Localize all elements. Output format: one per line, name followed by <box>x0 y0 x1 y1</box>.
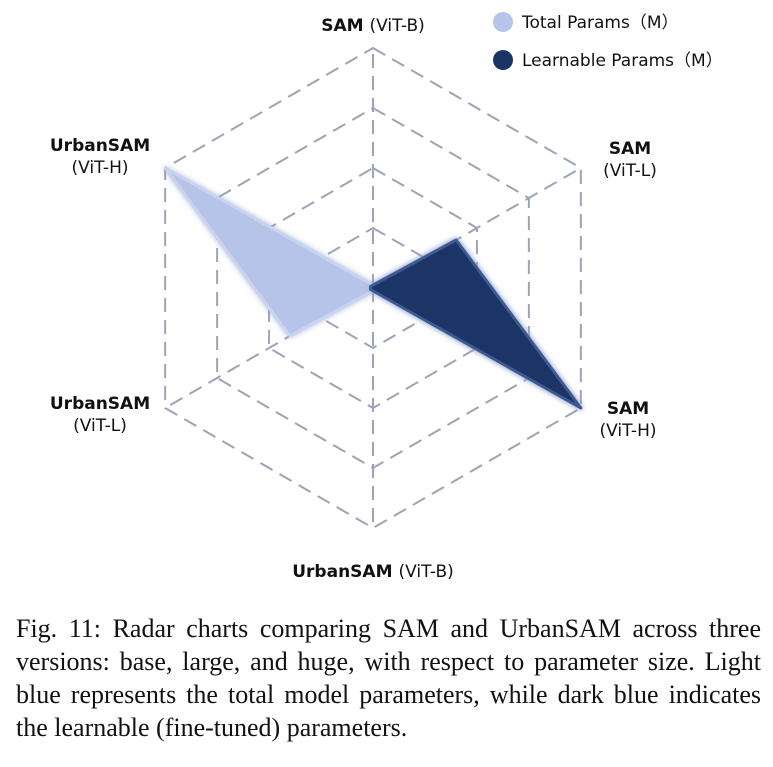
axis-label-3: SAM(ViT-H) <box>600 399 657 441</box>
axis-label-2: SAM(ViT-L) <box>603 139 657 181</box>
figure-caption: Fig. 11: Radar charts comparing SAM and … <box>16 614 761 742</box>
axis-label-variant: (ViT-B) <box>370 16 425 36</box>
axis-label-model: SAM <box>607 399 649 419</box>
axis-label-6: UrbanSAM(ViT-H) <box>50 136 150 178</box>
axis-label-variant: (ViT-L) <box>73 416 127 436</box>
axis-label-5: UrbanSAM(ViT-L) <box>50 394 150 436</box>
axis-label-variant: (ViT-H) <box>72 158 129 178</box>
axis-label-1: SAM (ViT-B) <box>321 16 425 36</box>
series-area-learnable-params <box>369 238 583 410</box>
axis-label-model: SAM <box>609 139 651 159</box>
grid-spoke-5 <box>164 287 374 409</box>
radar-series <box>163 166 583 410</box>
axis-label-model: UrbanSAM <box>50 394 150 414</box>
axis-labels: SAM(ViT-B)SAM(ViT-L)SAM(ViT-H)UrbanSAM(V… <box>50 16 657 582</box>
axis-label-model: SAM <box>321 16 363 36</box>
axis-label-model: UrbanSAM <box>292 562 392 582</box>
grid-spoke-2 <box>372 167 582 289</box>
axis-label-4: UrbanSAM (ViT-B) <box>292 562 454 582</box>
legend-marker-1 <box>493 12 513 32</box>
radar-chart: SAM(ViT-B)SAM(ViT-L)SAM(ViT-H)UrbanSAM(V… <box>50 12 723 582</box>
legend: Total Params（M） Learnable Params（M） <box>493 12 723 71</box>
axis-label-variant: (ViT-B) <box>398 562 453 582</box>
legend-label-1: Total Params（M） <box>521 13 679 33</box>
axis-label-model: UrbanSAM <box>50 136 150 156</box>
axis-label-variant: (ViT-L) <box>603 161 657 181</box>
legend-marker-2 <box>493 50 513 70</box>
legend-label-2: Learnable Params（M） <box>522 51 723 71</box>
axis-label-variant: (ViT-H) <box>600 421 657 441</box>
